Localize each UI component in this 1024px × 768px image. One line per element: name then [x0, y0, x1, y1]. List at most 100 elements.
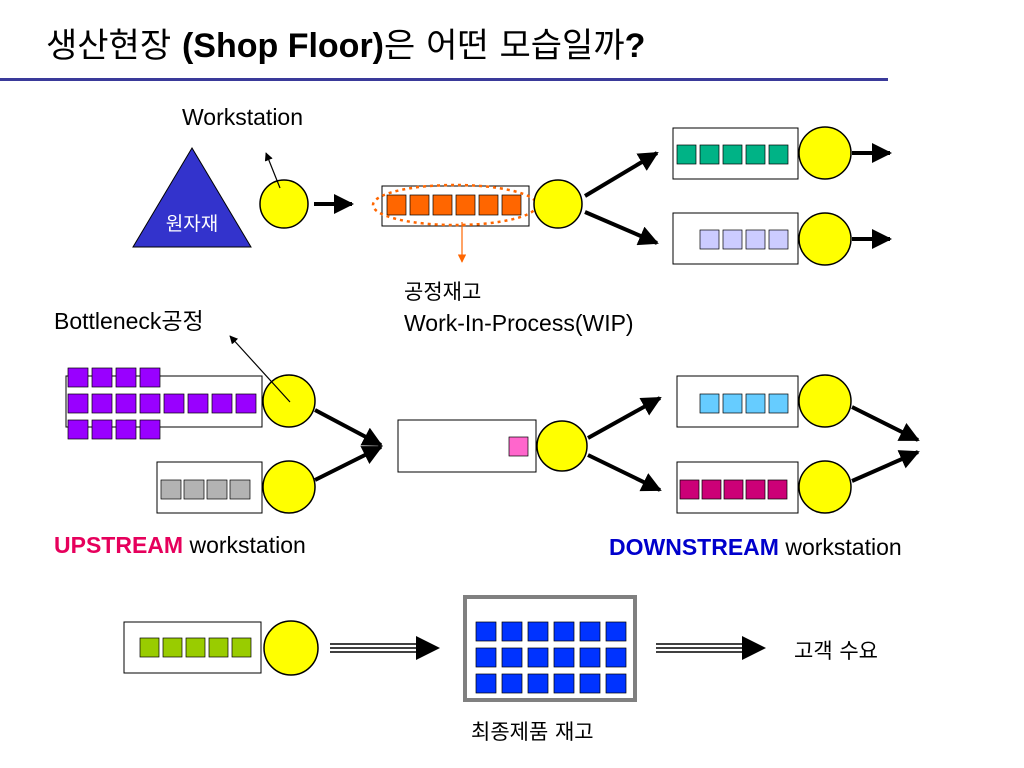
gray-item — [183, 479, 205, 500]
magenta-item — [701, 479, 722, 500]
sky-workstation-machine — [798, 374, 852, 428]
workstation-machine — [259, 179, 309, 229]
purple-item — [139, 367, 161, 388]
blue-item — [527, 621, 549, 642]
upstream-suffix: workstation — [183, 532, 306, 558]
sky-item — [745, 393, 766, 414]
downstream-split-arrow-down — [587, 453, 662, 492]
bottleneck-label: Bottleneck공정 — [54, 308, 204, 334]
downstream-split-arrow-up — [587, 396, 662, 440]
purple-item — [115, 367, 137, 388]
lavender-item — [699, 229, 720, 250]
purple-item — [139, 393, 161, 414]
final-workstation-machine — [263, 620, 319, 676]
purple-item — [67, 367, 89, 388]
wip-item — [501, 194, 522, 216]
bottleneck-queue — [67, 367, 257, 440]
blue-item — [553, 647, 575, 668]
purple-item — [91, 367, 113, 388]
teal-item — [676, 144, 697, 165]
customer-demand-label: 고객 수요 — [794, 639, 878, 663]
magenta-item — [679, 479, 700, 500]
wip-item — [432, 194, 453, 216]
title-korean-part2: 은 어떤 모습일까 — [384, 26, 625, 66]
purple-item — [139, 419, 161, 440]
wip-item — [409, 194, 430, 216]
teal-item — [722, 144, 743, 165]
blue-item — [475, 673, 497, 694]
blue-item — [579, 647, 601, 668]
blue-item — [501, 647, 523, 668]
blue-item — [605, 673, 627, 694]
downstream-workstation-label: DOWNSTREAM workstation — [609, 534, 902, 561]
blue-item — [605, 647, 627, 668]
lavender-queue — [699, 229, 789, 250]
title-question-mark: ? — [624, 27, 646, 65]
wip-workstation-machine — [533, 179, 583, 229]
title-korean-part1: 생산현장 — [46, 26, 182, 66]
downstream-merge-arrow-from-bottom — [851, 450, 920, 483]
blue-item — [553, 621, 575, 642]
lavender-workstation-machine — [798, 212, 852, 266]
final-inventory-label: 최종제품 재고 — [471, 720, 594, 744]
sky-item — [699, 393, 720, 414]
blue-item — [605, 621, 627, 642]
green-queue — [139, 637, 252, 658]
to-final-inventory-arrow — [330, 636, 440, 660]
split-arrow-up — [583, 151, 659, 198]
blue-item — [579, 673, 601, 694]
green-item — [208, 637, 229, 658]
blue-item — [527, 647, 549, 668]
teal-item — [745, 144, 766, 165]
green-item — [139, 637, 160, 658]
blue-item — [475, 647, 497, 668]
upstream-workstation-label: UPSTREAM workstation — [54, 532, 306, 559]
blue-item — [579, 621, 601, 642]
green-item — [185, 637, 206, 658]
purple-item — [211, 393, 233, 414]
middle-workstation-machine — [536, 420, 588, 472]
teal-queue — [676, 144, 789, 165]
title-shop-floor: (Shop Floor) — [181, 27, 384, 65]
magenta-item — [767, 479, 788, 500]
merge-arrow-from-top — [314, 408, 383, 447]
teal-item — [768, 144, 789, 165]
wip-item — [386, 194, 407, 216]
blue-item — [501, 621, 523, 642]
purple-item — [67, 393, 89, 414]
gray-workstation-machine — [262, 460, 316, 514]
magenta-workstation-machine — [798, 460, 852, 514]
raw-material-triangle — [132, 147, 252, 248]
lavender-item — [722, 229, 743, 250]
split-arrow-down — [584, 210, 659, 246]
wip-queue-lane — [381, 185, 530, 227]
downstream-merge-arrow-from-top — [851, 405, 920, 442]
gray-item — [206, 479, 228, 500]
purple-item — [187, 393, 209, 414]
workstation-pointer-arrow — [264, 152, 281, 189]
purple-item — [91, 393, 113, 414]
lavender-item — [768, 229, 789, 250]
pink-item — [508, 436, 529, 457]
downstream-suffix: workstation — [778, 534, 902, 560]
blue-item — [553, 673, 575, 694]
wip-item — [455, 194, 476, 216]
downstream-keyword: DOWNSTREAM — [609, 534, 779, 560]
magenta-item — [745, 479, 766, 500]
magenta-queue — [679, 479, 788, 500]
gray-item — [160, 479, 182, 500]
gray-queue — [160, 479, 251, 500]
sky-item — [722, 393, 743, 414]
purple-item — [235, 393, 257, 414]
purple-item — [91, 419, 113, 440]
wip-item — [478, 194, 499, 216]
purple-item — [67, 419, 89, 440]
magenta-item — [723, 479, 744, 500]
purple-item — [163, 393, 185, 414]
lavender-item — [745, 229, 766, 250]
sky-queue — [699, 393, 789, 414]
purple-item — [115, 419, 137, 440]
merge-arrow-from-bottom — [314, 445, 383, 482]
